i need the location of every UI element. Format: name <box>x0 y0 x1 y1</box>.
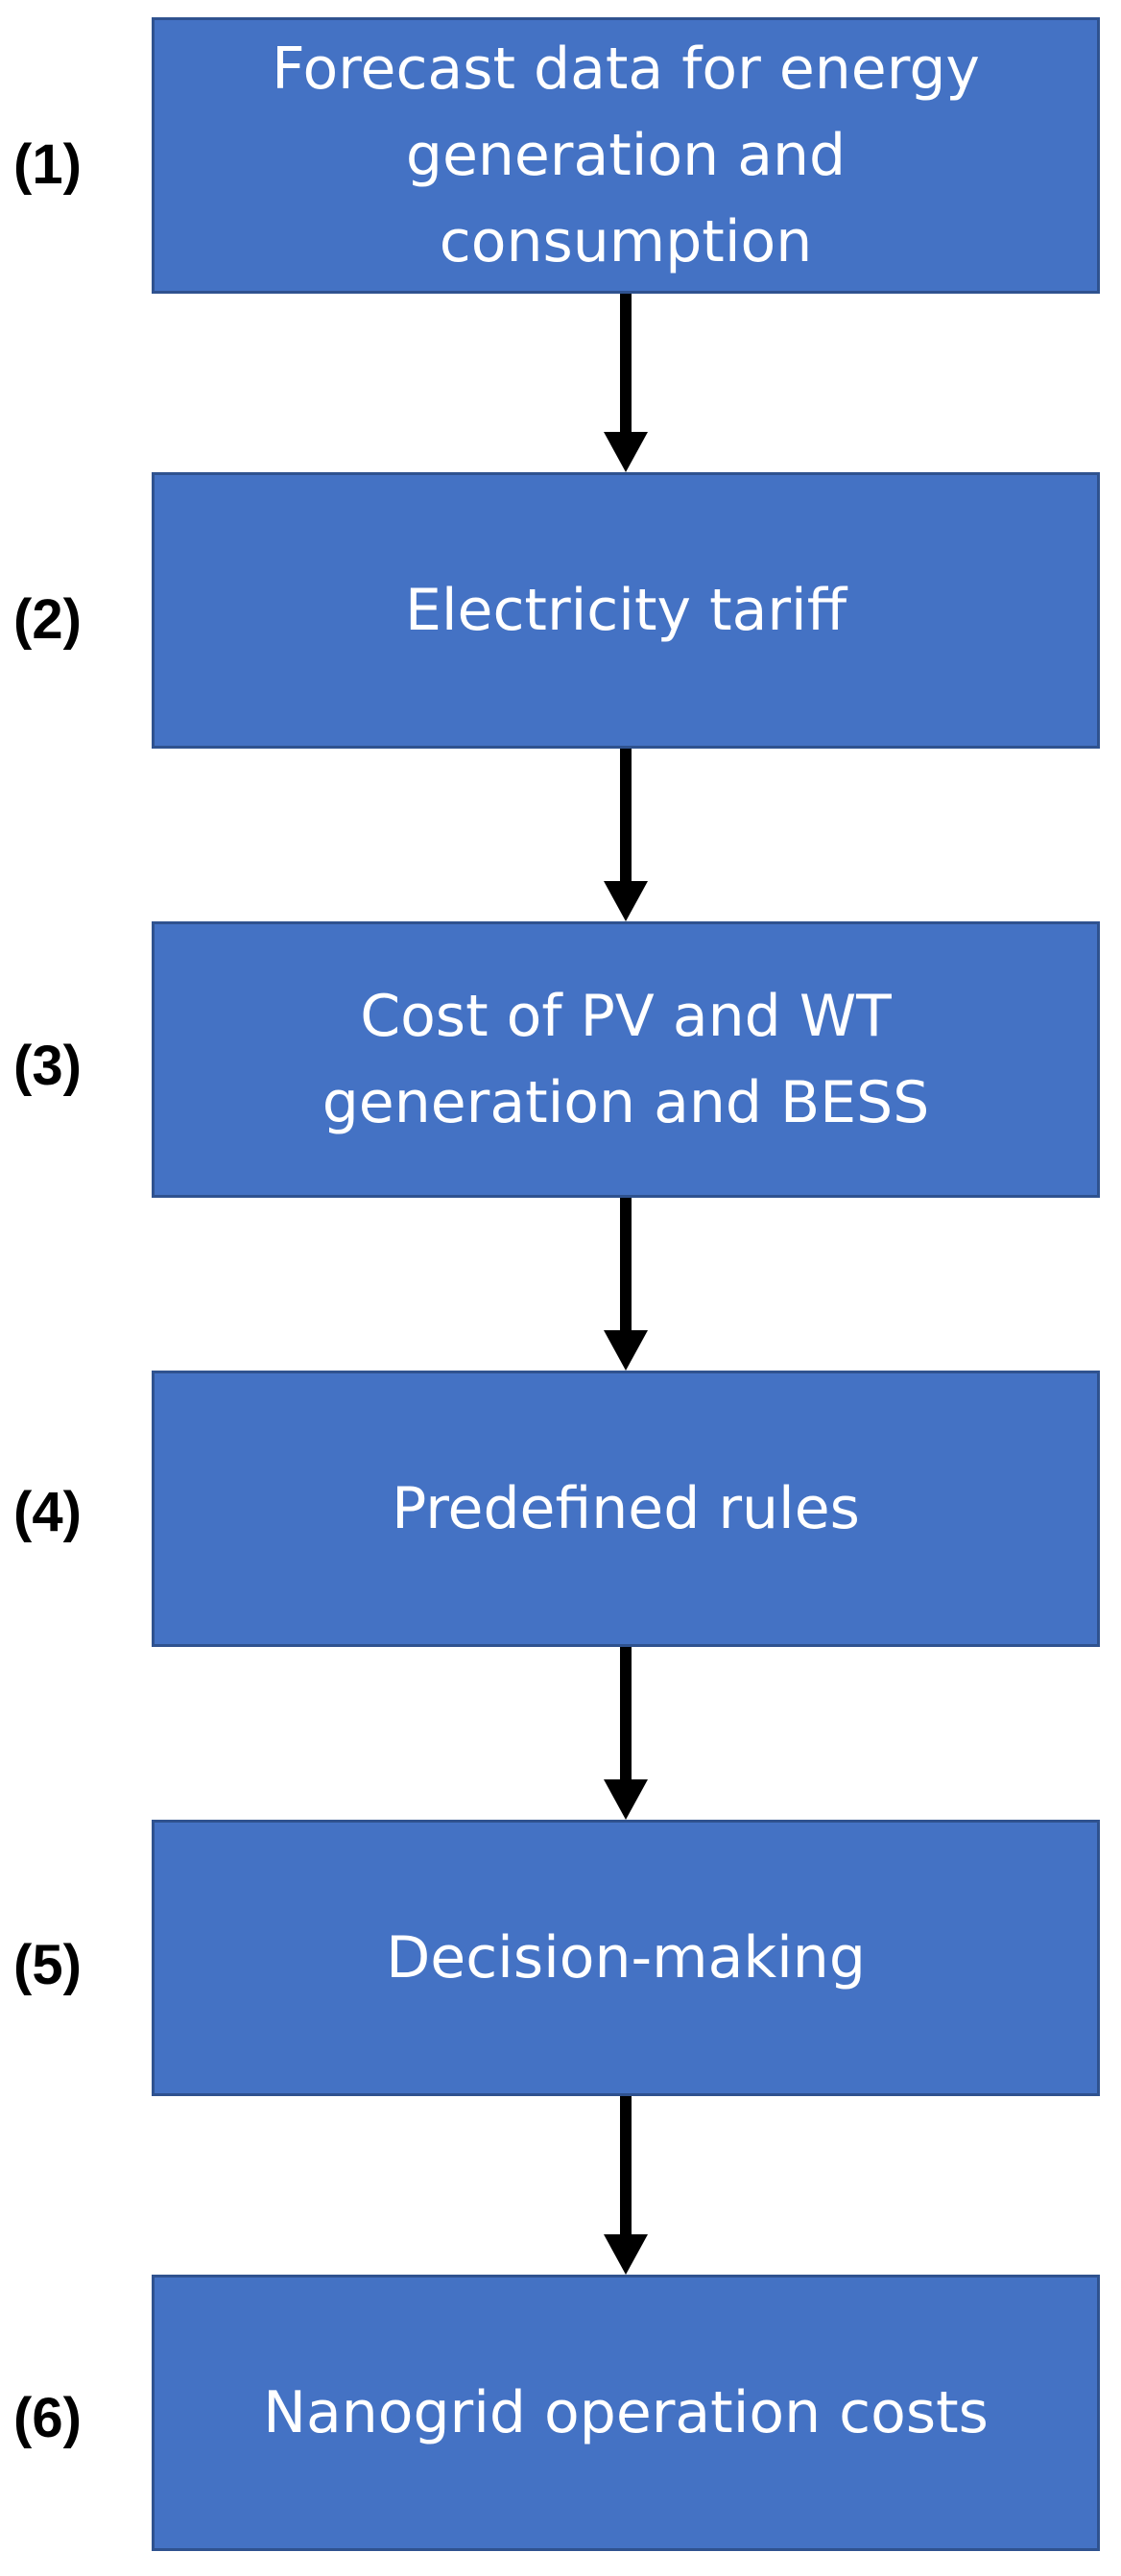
arrow-3-to-4 <box>602 1198 650 1371</box>
arrow-1-to-2 <box>602 294 650 472</box>
step-text-predefined-rules: Predefined rules <box>392 1475 860 1542</box>
step-box-electricity-tariff: Electricity tariff <box>152 472 1100 749</box>
arrow-4-to-5 <box>602 1647 650 1820</box>
step-text-cost-pv-wt-bess: Cost of PV and WT generation and BESS <box>322 983 930 1136</box>
step-number-3: (3) <box>13 1035 82 1097</box>
step-text-decision-making: Decision-making <box>386 1924 866 1992</box>
step-text-nanogrid-operation-costs: Nanogrid operation costs <box>263 2379 989 2446</box>
step-number-5: (5) <box>13 1934 82 1996</box>
step-number-2: (2) <box>13 588 82 651</box>
step-number-4: (4) <box>13 1481 82 1543</box>
arrow-2-to-3 <box>602 749 650 921</box>
step-box-forecast-data: Forecast data for energy generation and … <box>152 17 1100 294</box>
step-box-cost-pv-wt-bess: Cost of PV and WT generation and BESS <box>152 921 1100 1198</box>
step-box-predefined-rules: Predefined rules <box>152 1371 1100 1647</box>
step-number-6: (6) <box>13 2387 82 2449</box>
step-box-decision-making: Decision-making <box>152 1820 1100 2096</box>
step-text-forecast-data: Forecast data for energy generation and … <box>272 36 980 275</box>
step-number-1: (1) <box>13 133 82 196</box>
step-text-electricity-tariff: Electricity tariff <box>404 577 847 644</box>
arrow-5-to-6 <box>602 2096 650 2275</box>
step-box-nanogrid-operation-costs: Nanogrid operation costs <box>152 2275 1100 2551</box>
